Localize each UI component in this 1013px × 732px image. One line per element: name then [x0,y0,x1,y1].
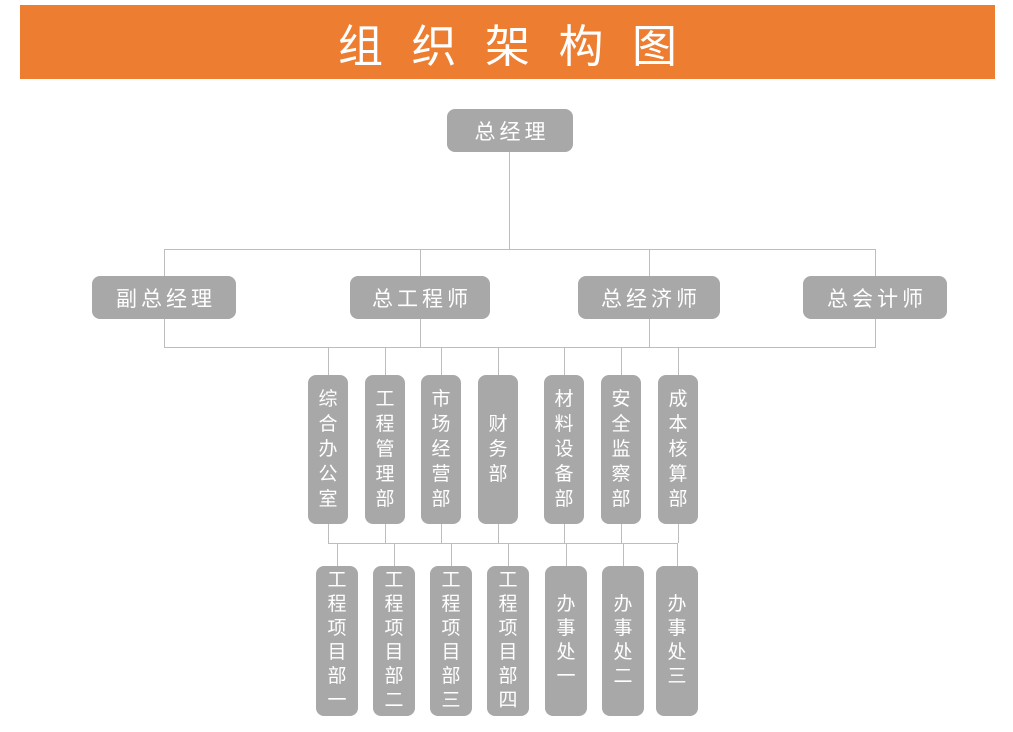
connector-bus3-drop-2 [394,543,395,566]
connector-dept-drop-2 [385,524,386,543]
connector-exec-drop-1 [164,319,165,347]
connector-bus1-drop-1 [164,249,165,276]
org-box-engineering-management-dept: 工程管理部 [365,375,405,524]
org-box-general-office: 综合办公室 [308,375,348,524]
org-box-cost-accounting-dept: 成本核算部 [658,375,698,524]
connector-bus1-drop-4 [875,249,876,276]
connector-bus2-drop-2 [385,347,386,375]
connector-bus2-drop-3 [441,347,442,375]
connector-exec-drop-2 [420,319,421,347]
connector-bus1-drop-3 [649,249,650,276]
connector-exec-drop-3 [649,319,650,347]
connector-bus3-drop-7 [677,543,678,566]
page-title: 组 织 架 构 图 [337,20,685,72]
org-box-chief-accountant: 总会计师 [803,276,947,319]
dept-label: 工程管理部 [375,389,395,510]
org-box-office-3: 办事处三 [656,566,698,716]
connector-bus2-drop-5 [564,347,565,375]
connector-dept-drop-7 [678,524,679,543]
connector-bus2-drop-6 [621,347,622,375]
unit-label: 办事处二 [613,594,633,687]
unit-label: 工程项目部四 [498,570,518,711]
unit-label: 办事处一 [556,594,576,687]
org-box-office-1: 办事处一 [545,566,587,716]
org-box-deputy-general-manager: 副总经理 [92,276,236,319]
org-box-project-dept-2: 工程项目部二 [373,566,415,716]
connector-bus-2 [164,347,876,348]
org-box-general-manager: 总经理 [447,109,573,152]
unit-label: 工程项目部一 [327,570,347,711]
connector-bus2-drop-1 [328,347,329,375]
connector-bus3-drop-5 [566,543,567,566]
org-box-chief-engineer: 总工程师 [350,276,490,319]
dept-label: 安全监察部 [611,389,631,510]
org-box-safety-supervision-dept: 安全监察部 [601,375,641,524]
connector-bus3-drop-6 [623,543,624,566]
connector-dept-drop-5 [564,524,565,543]
org-box-office-2: 办事处二 [602,566,644,716]
connector-dept-drop-1 [328,524,329,543]
dept-label: 市场经营部 [431,389,451,510]
unit-label: 工程项目部二 [384,570,404,711]
dept-label: 材料设备部 [554,389,574,510]
connector-bus2-drop-7 [678,347,679,375]
org-box-materials-equipment-dept: 材料设备部 [544,375,584,524]
connector-bus1-drop-2 [420,249,421,276]
connector-bus3-drop-1 [337,543,338,566]
dept-label: 成本核算部 [668,389,688,510]
connector-dept-drop-4 [498,524,499,543]
dept-label: 财务部 [488,414,508,485]
org-box-finance-dept: 财务部 [478,375,518,524]
unit-label: 工程项目部三 [441,570,461,711]
connector-root-drop [509,152,510,249]
connector-dept-drop-3 [441,524,442,543]
org-box-market-operation-dept: 市场经营部 [421,375,461,524]
org-box-chief-economist: 总经济师 [578,276,720,319]
org-box-project-dept-1: 工程项目部一 [316,566,358,716]
connector-dept-drop-6 [621,524,622,543]
org-box-project-dept-3: 工程项目部三 [430,566,472,716]
org-box-project-dept-4: 工程项目部四 [487,566,529,716]
dept-label: 综合办公室 [318,389,338,510]
connector-bus3-drop-3 [451,543,452,566]
connector-bus2-drop-4 [498,347,499,375]
connector-exec-drop-4 [875,319,876,347]
connector-bus-1 [164,249,876,250]
connector-bus-3 [328,543,678,544]
unit-label: 办事处三 [667,594,687,687]
title-banner: 组 织 架 构 图 [20,5,995,79]
connector-bus3-drop-4 [508,543,509,566]
